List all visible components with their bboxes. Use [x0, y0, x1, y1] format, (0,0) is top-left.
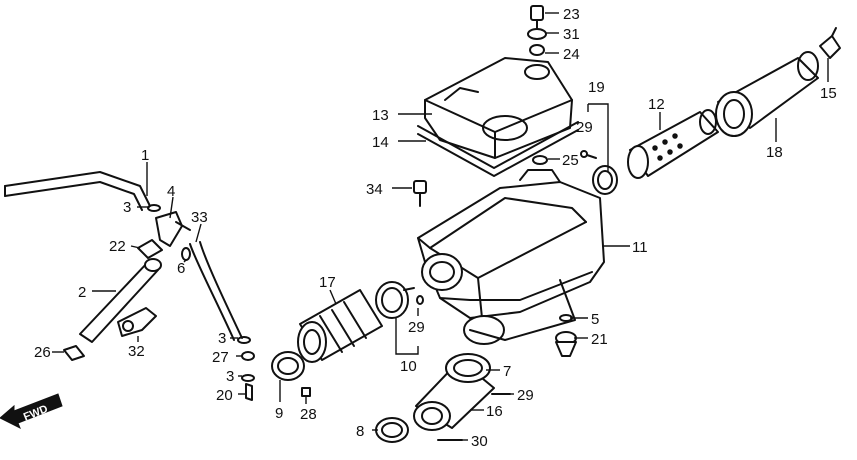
- callout-15: 15: [820, 85, 837, 102]
- tube-band-10: [375, 281, 415, 319]
- callout-12: 12: [648, 96, 665, 113]
- callout-21: 21: [591, 331, 608, 348]
- callout-30: 30: [471, 433, 488, 450]
- leader-lines: [52, 12, 829, 441]
- callout-9: 9: [275, 405, 283, 422]
- connecting-tube: [297, 289, 383, 363]
- tube-clamp-32: [117, 307, 157, 337]
- clip-6: [181, 247, 191, 261]
- drain-tube-33: [189, 241, 243, 341]
- callout-1: 1: [141, 147, 149, 164]
- fwd-arrow-icon: FWD: [0, 393, 63, 430]
- callout-27: 27: [212, 349, 229, 366]
- screws-29-30: [437, 393, 511, 441]
- callout-34: 34: [366, 181, 383, 198]
- callout-14: 14: [372, 134, 389, 151]
- air-cleaner-case: [417, 169, 605, 345]
- cover-bolt: [527, 5, 547, 56]
- element-clip: [819, 27, 841, 59]
- callout-5: 5: [591, 311, 599, 328]
- callout-29-low: 29: [517, 387, 534, 404]
- callout-4: 4: [167, 183, 175, 200]
- element-holder: [627, 109, 719, 179]
- callout-23: 23: [563, 6, 580, 23]
- callout-2: 2: [78, 284, 86, 301]
- callout-28: 28: [300, 406, 317, 423]
- callout-22: 22: [109, 238, 126, 255]
- callout-20: 20: [216, 387, 233, 404]
- callout-19: 19: [588, 79, 605, 96]
- breather-joint: [155, 211, 191, 247]
- callout-17: 17: [319, 274, 336, 291]
- screw-29-top: [580, 150, 597, 159]
- callout-33: 33: [191, 209, 208, 226]
- callout-labels: 23 31 24 15 19 12 29 18 13 14 25 34 1 3 …: [34, 6, 837, 450]
- drain-plug-21: [555, 331, 577, 357]
- clips-3: [147, 204, 255, 382]
- clip-26: [63, 345, 85, 361]
- bolt-34: [413, 180, 427, 207]
- callout-31: 31: [563, 26, 580, 43]
- cover-gasket: [417, 121, 579, 177]
- screw-29-mid: [416, 295, 424, 305]
- callout-13: 13: [372, 107, 389, 124]
- callout-32: 32: [128, 343, 145, 360]
- callout-11: 11: [632, 239, 648, 256]
- tube-band-7: [445, 353, 491, 383]
- breather-tube: [4, 171, 151, 211]
- callout-24: 24: [563, 46, 580, 63]
- callout-29-top: 29: [576, 119, 593, 136]
- clip-22: [137, 239, 163, 259]
- callout-8: 8: [356, 423, 364, 440]
- tube-band-8: [375, 417, 409, 443]
- tube-band-9: [271, 351, 305, 381]
- callout-7: 7: [503, 363, 511, 380]
- callout-6: 6: [177, 260, 185, 277]
- callout-29-mid: 29: [408, 319, 425, 336]
- element-band: [592, 165, 618, 195]
- air-filter-element: [715, 51, 819, 137]
- drain-tube-2: [79, 258, 162, 343]
- screw-28: [301, 387, 311, 397]
- callout-3-low: 3: [226, 368, 234, 385]
- callout-3-mid: 3: [218, 330, 226, 347]
- callout-10: 10: [400, 358, 417, 375]
- callout-16: 16: [486, 403, 503, 420]
- air-cleaner-cover: [424, 57, 573, 159]
- screw-25: [532, 155, 548, 165]
- callout-3-top: 3: [123, 199, 131, 216]
- callout-26: 26: [34, 344, 51, 361]
- callout-25: 25: [562, 152, 579, 169]
- callout-18: 18: [766, 144, 783, 161]
